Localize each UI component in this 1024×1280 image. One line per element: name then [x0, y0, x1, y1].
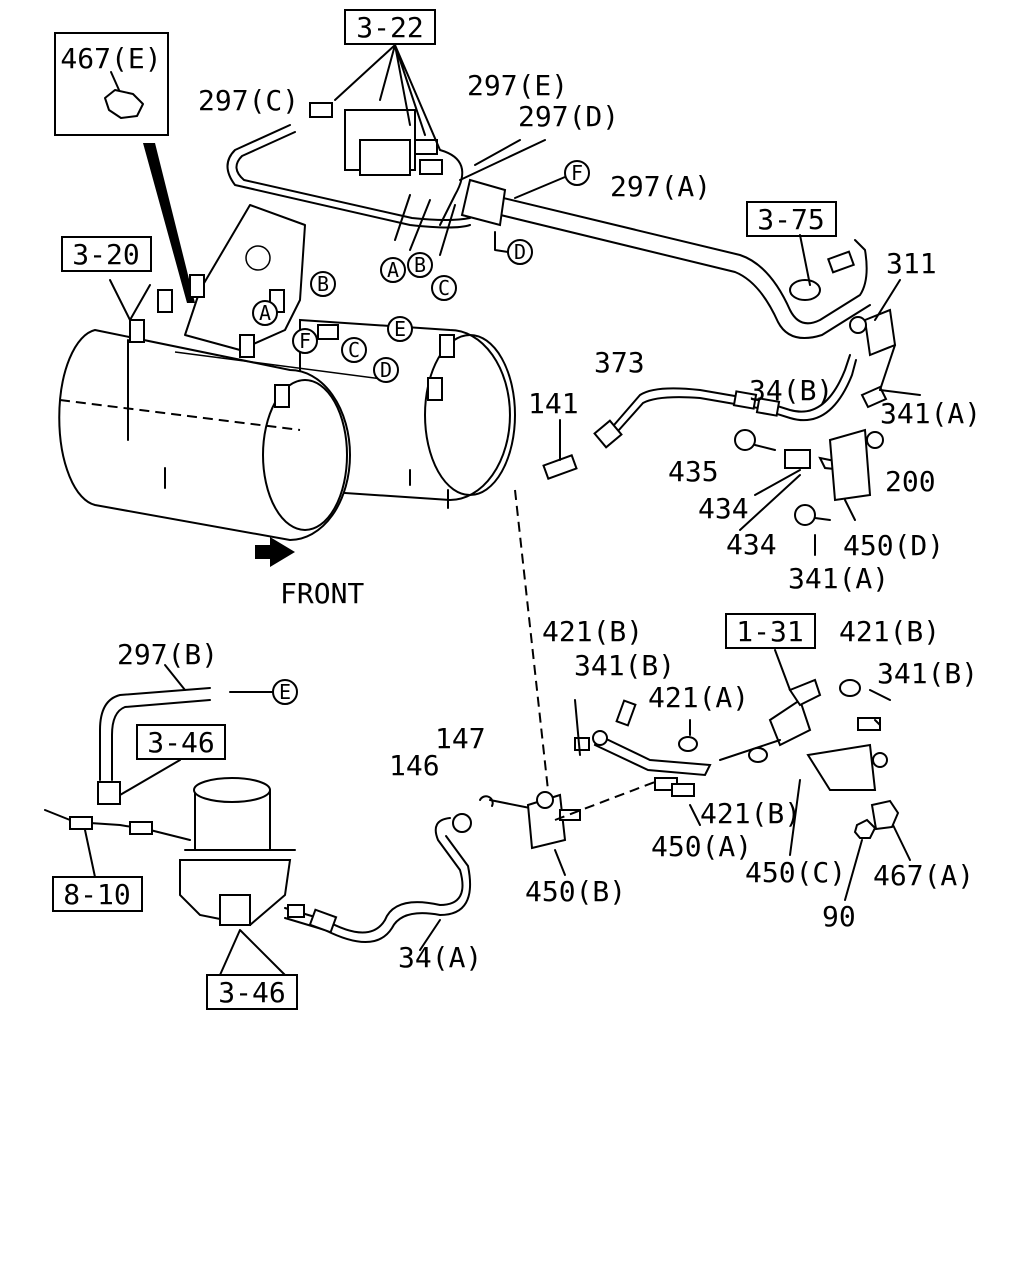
- leader-467e: [143, 143, 195, 303]
- label-297a: 297(A): [610, 170, 711, 203]
- svg-text:C: C: [348, 338, 360, 362]
- connector-e-1: E: [387, 316, 413, 342]
- label-34a: 34(A): [398, 941, 482, 974]
- svg-text:3-20: 3-20: [72, 238, 139, 271]
- label-341a-1: 341(A): [880, 397, 981, 430]
- svg-text:C: C: [438, 276, 450, 300]
- connector-c-2: C: [341, 337, 367, 363]
- ref-box-8-10[interactable]: 8-10: [52, 876, 143, 912]
- label-450a: 450(A): [651, 830, 752, 863]
- svg-text:D: D: [380, 358, 392, 382]
- connector-b-2: B: [310, 271, 336, 297]
- clamp-icon: [104, 89, 144, 119]
- label-146: 146: [389, 749, 440, 782]
- label-141: 141: [528, 387, 579, 420]
- callout-labels: 297(C) 297(E) 297(D) 297(A) 311 373 34(B…: [117, 69, 981, 974]
- ref-box-3-46-bottom[interactable]: 3-46: [206, 974, 298, 1010]
- label-467a: 467(A): [873, 859, 974, 892]
- connector-e-2: E: [272, 679, 298, 705]
- label-297c: 297(C): [198, 84, 299, 117]
- label-421b-3: 421(B): [700, 797, 801, 830]
- label-421a: 421(A): [648, 681, 749, 714]
- svg-text:E: E: [394, 317, 406, 341]
- label-373: 373: [594, 346, 645, 379]
- label-450b: 450(B): [525, 875, 626, 908]
- ref-box-3-22[interactable]: 3-22: [344, 9, 436, 45]
- front-arrow-icon: [255, 537, 295, 567]
- svg-text:1-31: 1-31: [736, 615, 803, 648]
- connector-d-1: D: [507, 239, 533, 265]
- ref-box-3-75[interactable]: 3-75: [746, 201, 837, 237]
- connector-c-1: C: [431, 275, 457, 301]
- svg-text:F: F: [571, 161, 583, 185]
- label-90: 90: [822, 900, 856, 933]
- svg-text:3-22: 3-22: [356, 11, 423, 44]
- ref-box-1-31[interactable]: 1-31: [725, 613, 816, 649]
- svg-text:3-75: 3-75: [757, 203, 824, 236]
- label-341b-1: 341(B): [574, 649, 675, 682]
- lower-piping: [44, 649, 911, 976]
- front-label: FRONT: [280, 577, 364, 610]
- connector-markers: A B C D F B A F C E D E: [229, 160, 590, 705]
- svg-text:A: A: [259, 301, 271, 325]
- air-tank-assembly: [58, 204, 516, 542]
- label-147: 147: [435, 722, 486, 755]
- connector-b-1: B: [407, 252, 433, 278]
- connector-f-2: F: [292, 328, 318, 354]
- label-434-1: 434: [698, 492, 749, 525]
- label-34b: 34(B): [749, 374, 833, 407]
- label-450d: 450(D): [843, 529, 944, 562]
- label-421b-1: 421(B): [542, 615, 643, 648]
- svg-text:E: E: [279, 680, 291, 704]
- svg-text:F: F: [299, 329, 311, 353]
- label-311: 311: [886, 247, 937, 280]
- svg-text:8-10: 8-10: [63, 878, 130, 911]
- svg-text:3-46: 3-46: [218, 976, 285, 1009]
- connector-f-1: F: [564, 160, 590, 186]
- svg-text:B: B: [317, 272, 329, 296]
- label-341b-2: 341(B): [877, 657, 978, 690]
- upper-piping: [226, 44, 921, 791]
- label-341a-2: 341(A): [788, 562, 889, 595]
- connector-d-2: D: [373, 357, 399, 383]
- label-297b: 297(B): [117, 638, 218, 671]
- label-297e: 297(E): [467, 69, 568, 102]
- svg-text:D: D: [514, 240, 526, 264]
- svg-text:3-46: 3-46: [147, 726, 214, 759]
- label-200: 200: [885, 465, 936, 498]
- label-297d: 297(D): [518, 100, 619, 133]
- label-434-2: 434: [726, 528, 777, 561]
- label-450c: 450(C): [745, 856, 846, 889]
- svg-text:B: B: [414, 253, 426, 277]
- connector-a-2: A: [252, 300, 278, 326]
- label-435: 435: [668, 455, 719, 488]
- svg-text:A: A: [387, 258, 399, 282]
- label-421b-2: 421(B): [839, 615, 940, 648]
- ref-box-3-20[interactable]: 3-20: [61, 236, 152, 272]
- ref-box-3-46-top[interactable]: 3-46: [136, 724, 226, 760]
- svg-text:467(E): 467(E): [60, 42, 161, 75]
- connector-a-1: A: [380, 257, 406, 283]
- ref-box-467e[interactable]: 467(E): [54, 32, 169, 136]
